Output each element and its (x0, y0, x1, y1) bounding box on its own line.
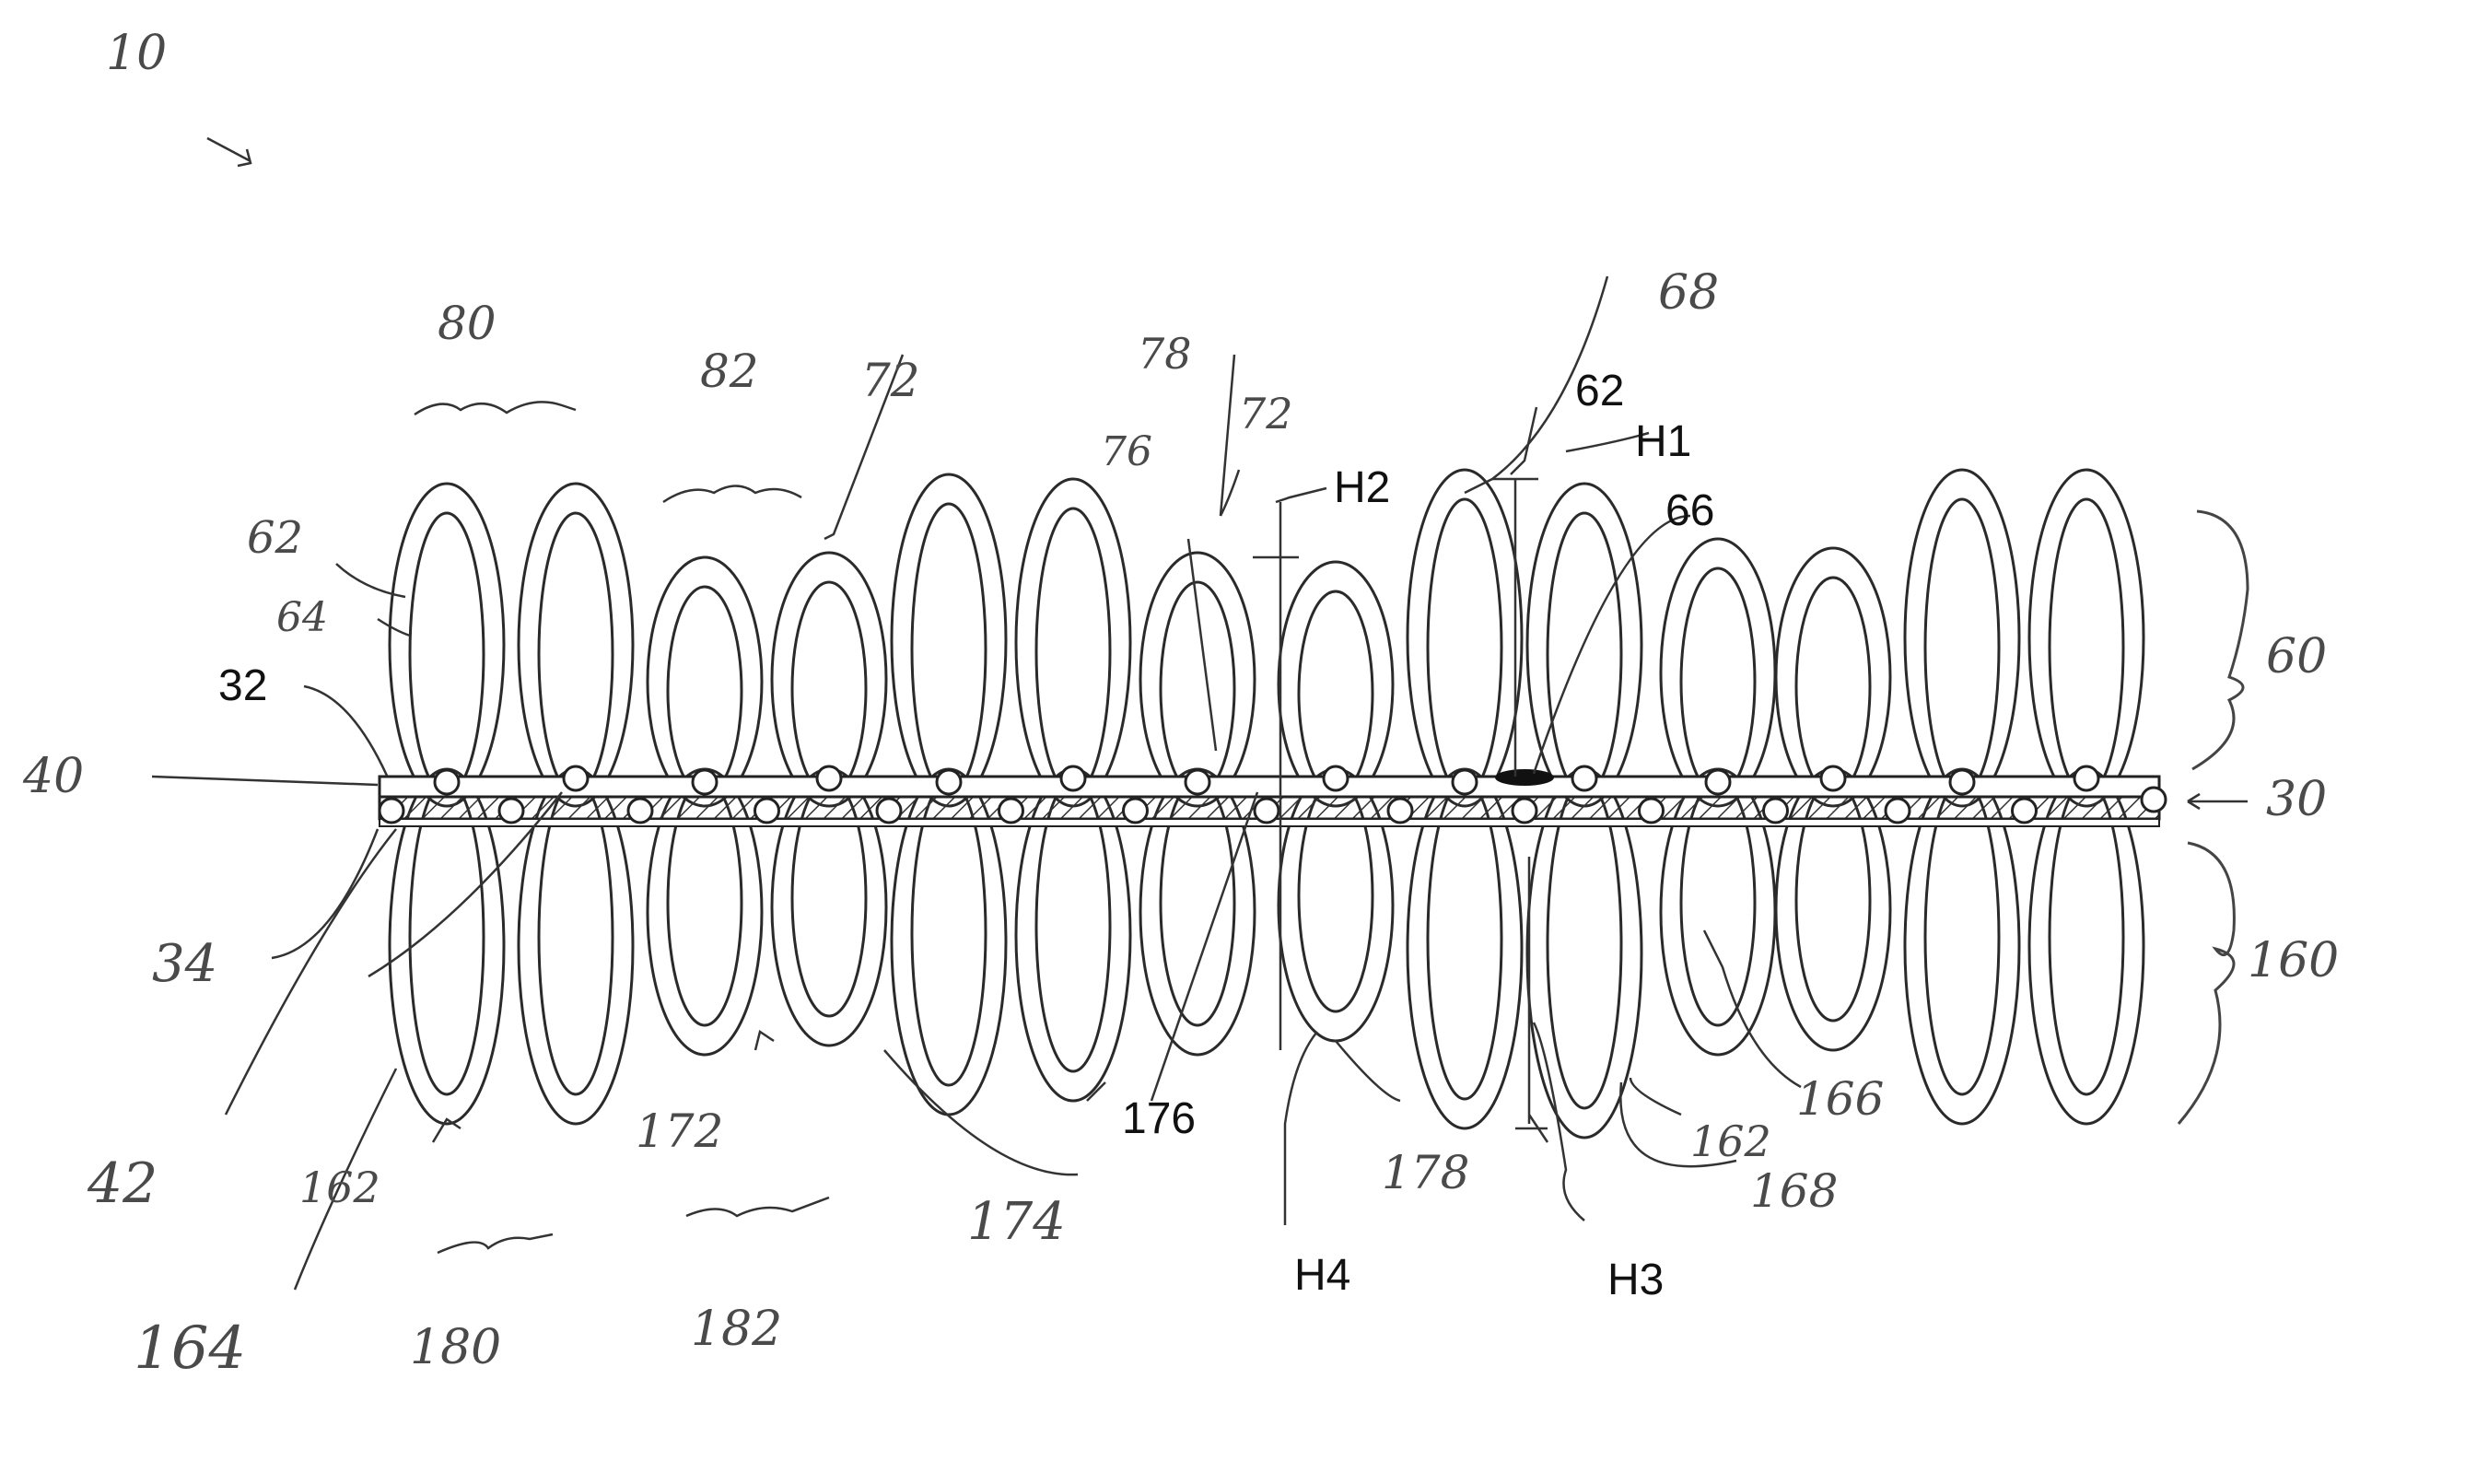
stitch-node (628, 799, 652, 823)
label-H1: H1 (1635, 417, 1691, 466)
stitch-node (1572, 766, 1596, 790)
stitch-node (1453, 770, 1477, 794)
label-162-left: 162 (299, 1163, 380, 1212)
brace-160 (2179, 843, 2234, 1124)
label-180: 180 (410, 1320, 501, 1375)
upper-loop-inner (1036, 508, 1110, 795)
stitch-node (2074, 766, 2098, 790)
label-72b: 72 (1239, 389, 1293, 438)
stitch-node (1640, 799, 1664, 823)
label-62-top: 62 (1575, 367, 1624, 415)
lower-loop-inner (1548, 780, 1621, 1108)
upper-loop-inner (410, 513, 484, 795)
stitch-node (1388, 799, 1412, 823)
upper-loop-inner (1796, 578, 1870, 795)
upper-loop-outer (390, 484, 504, 806)
figure-ref-label: 10 (106, 26, 167, 81)
upper-loop-inner (1299, 591, 1373, 795)
upper-loop-inner (1548, 513, 1621, 795)
label-H3: H3 (1607, 1256, 1664, 1304)
label-172: 172 (636, 1104, 723, 1158)
stitch-node (2142, 788, 2166, 812)
stitch-node (817, 766, 841, 790)
lower-loop-inner (539, 780, 613, 1094)
upper-loop-inner (912, 504, 986, 795)
label-168: 168 (1750, 1164, 1838, 1218)
label-160: 160 (2248, 933, 2339, 988)
upper-loop-inner (539, 513, 613, 795)
stitch-node (1950, 770, 1974, 794)
upper-loop-layer (390, 470, 2144, 806)
stitch-node (693, 770, 717, 794)
bond-point (1495, 769, 1554, 786)
label-H4: H4 (1294, 1251, 1350, 1300)
label-30: 30 (2266, 772, 2327, 827)
label-62-left: 62 (247, 512, 303, 564)
upper-loop-inner (668, 587, 742, 795)
stitch-node (1255, 799, 1279, 823)
label-178: 178 (1382, 1146, 1469, 1199)
label-176: 176 (1122, 1094, 1196, 1143)
label-66: 66 (1665, 486, 1714, 535)
upper-loop-outer (2029, 470, 2144, 806)
stitch-node (937, 770, 961, 794)
brace-60 (2192, 511, 2248, 769)
upper-loop-outer (1408, 470, 1522, 806)
label-42: 42 (87, 1151, 158, 1216)
stitch-node (1821, 766, 1845, 790)
upper-loop-outer (892, 474, 1006, 806)
upper-loop-outer (1905, 470, 2019, 806)
upper-loop-outer (1016, 479, 1130, 806)
label-164: 164 (134, 1315, 246, 1383)
upper-loop-inner (1428, 499, 1501, 795)
stitch-node (1764, 799, 1788, 823)
upper-loop-outer (519, 484, 633, 806)
label-40: 40 (22, 749, 84, 804)
stitch-node (755, 799, 779, 823)
stitch-node (877, 799, 901, 823)
label-64: 64 (276, 594, 328, 641)
stitch-node (564, 766, 588, 790)
label-174: 174 (967, 1192, 1066, 1252)
stitch-node (1706, 770, 1730, 794)
stitch-node (435, 770, 459, 794)
label-82: 82 (700, 345, 759, 398)
stitch-node (1513, 799, 1536, 823)
lower-loop-inner (410, 780, 484, 1094)
label-32: 32 (218, 661, 267, 710)
stitch-node (1324, 766, 1348, 790)
label-60: 60 (2266, 629, 2327, 684)
upper-loop-inner (2050, 499, 2123, 795)
stitch-node (1886, 799, 1910, 823)
lower-loop-inner (1428, 780, 1501, 1099)
stitch-node (499, 799, 523, 823)
label-76: 76 (1101, 428, 1152, 475)
label-162-right: 162 (1690, 1116, 1771, 1166)
upper-loop-inner (1681, 568, 1755, 795)
lower-loop-inner (1925, 780, 1999, 1094)
stitch-node (380, 799, 403, 823)
label-72a: 72 (861, 354, 920, 407)
stitch-node (999, 799, 1023, 823)
upper-loop-inner (1925, 499, 1999, 795)
stitch-node (1124, 799, 1148, 823)
stitch-node (1186, 770, 1209, 794)
stitch-node (2013, 799, 2037, 823)
label-34: 34 (152, 934, 217, 994)
label-182: 182 (691, 1302, 782, 1357)
upper-loop-inner (792, 582, 866, 795)
label-78: 78 (1138, 329, 1192, 379)
lower-loop-inner (2050, 780, 2123, 1094)
label-68: 68 (1658, 265, 1719, 321)
upper-loop-outer (1661, 539, 1775, 806)
stitch-node (1061, 766, 1085, 790)
label-H2: H2 (1334, 463, 1390, 512)
label-166: 166 (1796, 1072, 1884, 1126)
label-80: 80 (438, 297, 497, 350)
